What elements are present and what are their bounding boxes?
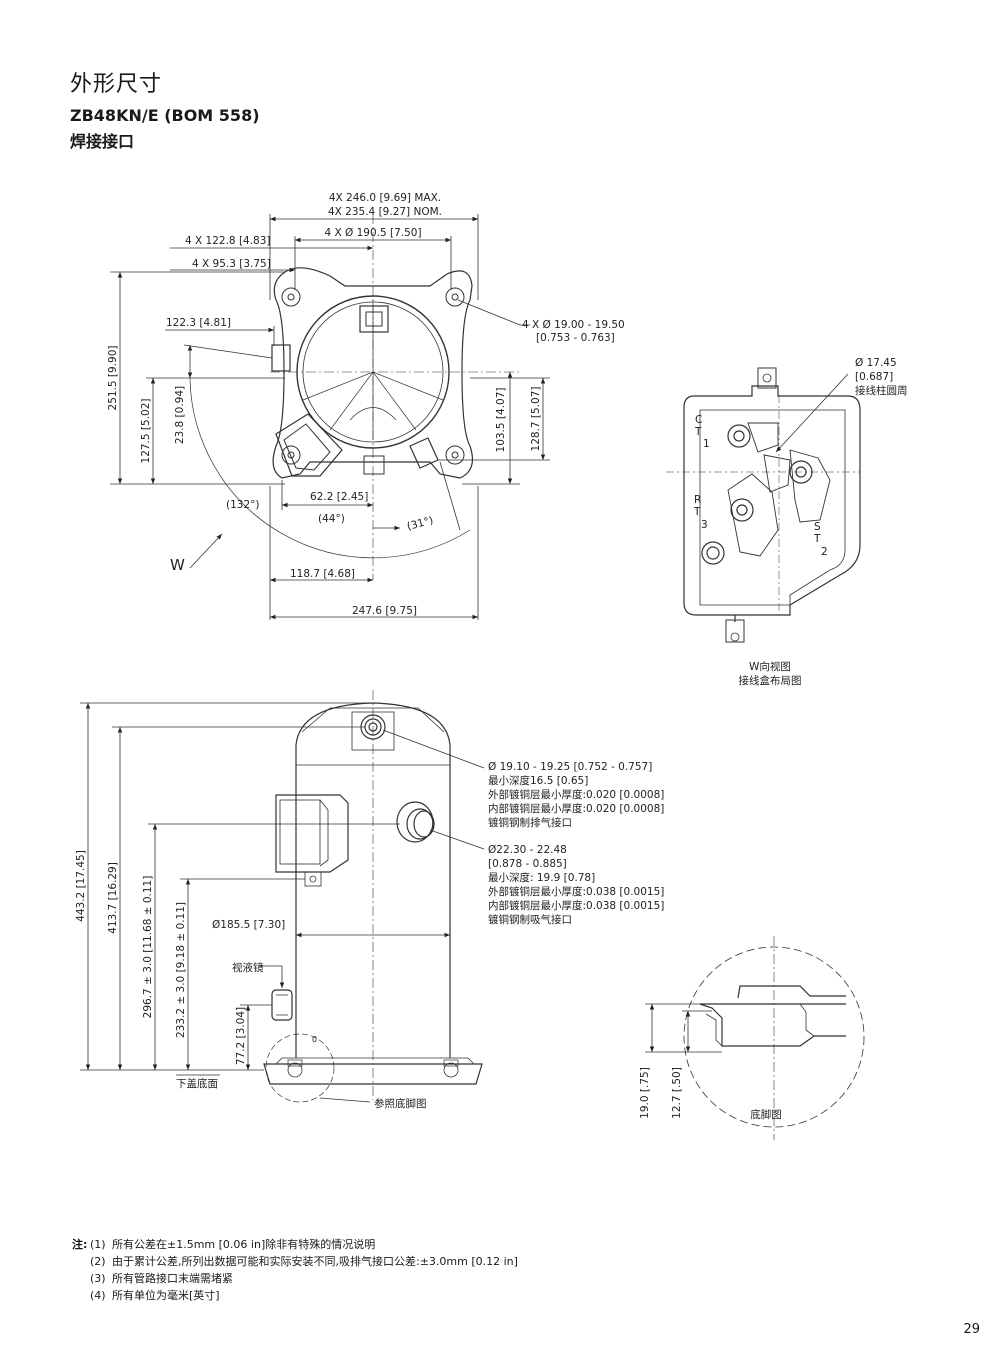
foot-view-labels: 19.0 [.75] 12.7 [.50] 底脚图 [639, 1067, 782, 1121]
mounting-hole [445, 445, 465, 465]
discharge-line-5: 镀铜钢制排气接口 [488, 816, 572, 829]
note-number: (2) [90, 1255, 106, 1268]
foot-caption: 底脚图 [750, 1108, 782, 1121]
dim-190-label: 4 X Ø 190.5 [7.50] [324, 227, 421, 239]
suction-line-3: 最小深度: 19.9 [0.78] [488, 871, 595, 884]
view-w-label: W [170, 556, 185, 574]
top-view-labels: 4X 246.0 [9.69] MAX. 4X 235.4 [9.27] NOM… [107, 192, 625, 617]
note-row: (3) 所有管路接口末端需堵紧 [72, 1270, 518, 1287]
suction-line-2: [0.878 - 0.885] [488, 858, 567, 870]
dim-2967-label: 296.7 ± 3.0 [11.68 ± 0.11] [142, 876, 154, 1019]
side-view: 0 [263, 690, 483, 1103]
foot-dim-127-label: 12.7 [.50] [671, 1067, 683, 1119]
terminal-caption-1: W向视图 [749, 660, 791, 673]
bottom-ref-label: 下盖底面 [176, 1077, 218, 1090]
dim-1287-label: 128.7 [5.07] [530, 387, 542, 452]
discharge-line-4: 内部镀铜层最小厚度:0.020 [0.0008] [488, 802, 664, 815]
label-r-t: T [693, 506, 701, 518]
label-r-num: 3 [701, 519, 708, 531]
notes-label: 注: [72, 1238, 88, 1251]
foot-view [683, 936, 865, 1140]
note-text: 由于累计公差,所列出数据可能和实际安装不同,吸排气接口公差:±3.0mm [0.… [112, 1255, 518, 1268]
top-view [189, 214, 520, 580]
dim-4432-label: 443.2 [17.45] [75, 850, 87, 922]
terminal-c [727, 424, 751, 448]
dim-1035-label: 103.5 [4.07] [495, 388, 507, 453]
dim-4137-label: 413.7 [16.29] [107, 862, 119, 934]
foot-ref-label: 参照底脚图 [374, 1097, 427, 1110]
discharge-line-1: Ø 19.10 - 19.25 [0.752 - 0.757] [488, 761, 652, 773]
dim-246-label: 4X 246.0 [9.69] MAX. [329, 192, 441, 204]
shell-body [295, 745, 451, 1058]
terminal-box-view [666, 367, 861, 643]
terminal-dim-1: Ø 17.45 [855, 357, 897, 369]
note-row: 注: (1) 所有公差在±1.5mm [0.06 in]除非有特殊的情况说明 [72, 1236, 518, 1253]
connection-type: 焊接接口 [70, 132, 135, 151]
dim-238-label: 23.8 [0.94] [174, 386, 186, 444]
dim-1855-label: Ø185.5 [7.30] [212, 919, 285, 931]
foot-view-dimensions [645, 1003, 722, 1053]
sight-glass-label: 视液镜 [232, 961, 264, 974]
top-view-dimensions [110, 214, 550, 620]
note-number: (3) [90, 1272, 106, 1285]
dim-2332-label: 233.2 ± 3.0 [9.18 ± 0.11] [175, 902, 187, 1038]
label-r: R [694, 494, 701, 506]
mounting-plate [272, 267, 473, 479]
label-s-num: 2 [821, 546, 828, 558]
svg-text:0: 0 [312, 1035, 317, 1044]
suction-line-5: 内部镀铜层最小厚度:0.038 [0.0015] [488, 899, 664, 912]
suction-line-6: 镀铜钢制吸气接口 [488, 913, 572, 926]
terminal-dim-3: 接线柱圆周 [855, 384, 908, 397]
note-number: (4) [90, 1289, 106, 1302]
angle-31-label: (31°) [406, 514, 435, 533]
terminal-box-labels: Ø 17.45 [0.687] 接线柱圆周 C T 1 R T 3 S T 2 … [693, 357, 908, 687]
dim-235-label: 4X 235.4 [9.27] NOM. [328, 206, 442, 218]
dim-1223-label: 122.3 [4.81] [166, 317, 231, 329]
discharge-line-3: 外部镀铜层最小厚度:0.020 [0.0008] [488, 788, 664, 801]
discharge-line-2: 最小深度16.5 [0.65] [488, 774, 588, 787]
dim-1187-label: 118.7 [4.68] [290, 568, 355, 580]
notes: 注: (1) 所有公差在±1.5mm [0.06 in]除非有特殊的情况说明 (… [72, 1236, 518, 1304]
label-c: C [695, 414, 702, 426]
base-plate [263, 1063, 483, 1085]
page-number: 29 [963, 1322, 980, 1337]
angle-132-label: (132°) [226, 499, 259, 511]
page-title: 外形尺寸 [70, 72, 163, 97]
foot-dim-190-label: 19.0 [.75] [639, 1067, 651, 1119]
label-c-t: T [694, 426, 702, 438]
dim-1228-label: 4 X 122.8 [4.83] [185, 235, 271, 247]
mounting-hole [281, 445, 301, 465]
hole-dim-label: 4 X Ø 19.00 - 19.50 [522, 319, 625, 331]
suction-line-4: 外部镀铜层最小厚度:0.038 [0.0015] [488, 885, 664, 898]
label-c-num: 1 [703, 438, 710, 450]
dim-772-label: 77.2 [3.04] [235, 1007, 247, 1065]
dim-622-label: 62.2 [2.45] [310, 491, 368, 503]
side-view-labels: Ø 19.10 - 19.25 [0.752 - 0.757] 最小深度16.5… [75, 761, 664, 1110]
side-view-dimensions [80, 702, 485, 1103]
hole-dim-inch-label: [0.753 - 0.763] [536, 332, 615, 344]
terminal-caption-2: 接线盒布局图 [739, 674, 802, 687]
note-text: 所有单位为毫米[英寸] [112, 1289, 220, 1302]
suction-line-1: Ø22.30 - 22.48 [488, 844, 567, 856]
note-text: 所有管路接口末端需堵紧 [112, 1272, 233, 1285]
dim-2515-label: 251.5 [9.90] [107, 346, 119, 411]
terminal-dim-2: [0.687] [855, 371, 893, 383]
label-s: S [814, 521, 821, 533]
mounting-hole [281, 287, 301, 307]
note-number: (1) [90, 1238, 106, 1251]
dim-2476-label: 247.6 [9.75] [352, 605, 417, 617]
angle-44-label: (44°) [318, 513, 345, 525]
note-row: (2) 由于累计公差,所列出数据可能和实际安装不同,吸排气接口公差:±3.0mm… [72, 1253, 518, 1270]
mounting-hole [445, 287, 465, 307]
model-number: ZB48KN/E (BOM 558) [70, 106, 260, 125]
terminal-r [730, 498, 754, 522]
dim-953-label: 4 X 95.3 [3.75] [192, 258, 271, 270]
note-text: 所有公差在±1.5mm [0.06 in]除非有特殊的情况说明 [112, 1238, 376, 1251]
dim-1275-label: 127.5 [5.02] [140, 399, 152, 464]
label-s-t: T [813, 533, 821, 545]
note-row: (4) 所有单位为毫米[英寸] [72, 1287, 518, 1304]
